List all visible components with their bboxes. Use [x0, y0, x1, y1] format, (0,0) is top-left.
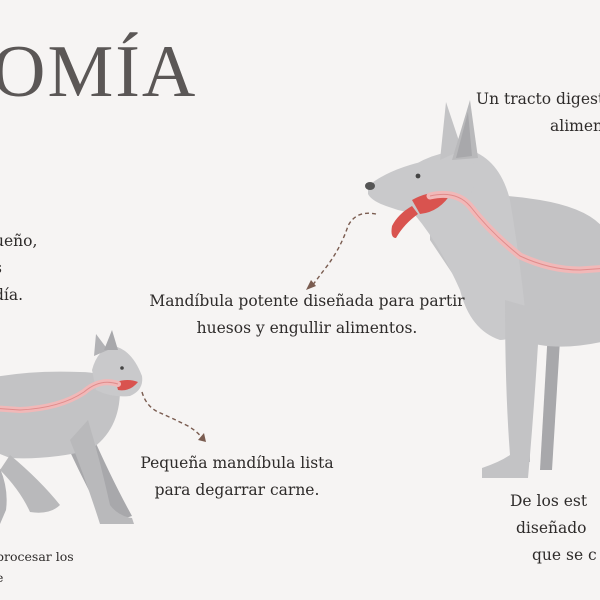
cat-jaw-arrow	[141, 391, 206, 442]
dog-jaw-label: Mandíbula potente diseñada para partir h…	[149, 292, 465, 337]
dog-jaw-arrow	[306, 212, 377, 290]
cat-jaw-label: Pequeña mandíbula lista para degarrar ca…	[140, 454, 334, 499]
dog-illustration	[365, 100, 600, 478]
dog-stomach-label: De los est diseñado que se c	[510, 492, 597, 564]
cat-digestion-label: procesar los e	[0, 549, 74, 585]
page-title: OMÍA	[0, 31, 198, 113]
dog-digestive-tract-label: Un tracto digest alimen	[476, 90, 600, 135]
cat-size-label: ueño, s día.	[0, 232, 38, 304]
cat-illustration	[0, 330, 143, 524]
